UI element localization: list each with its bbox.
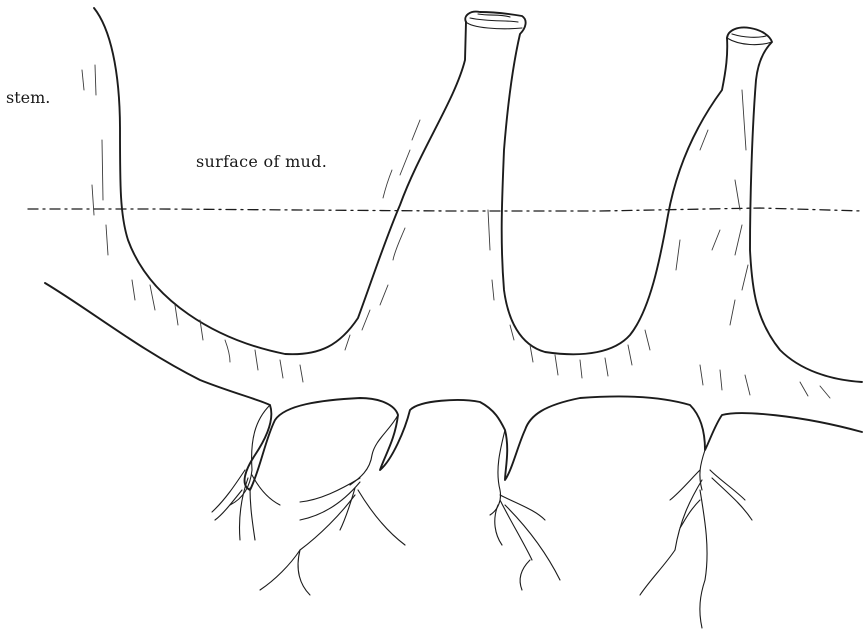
right-stem-outline	[727, 27, 862, 382]
left-stem-outline	[94, 8, 466, 354]
middle-stem-cut-end	[466, 22, 522, 29]
root	[640, 550, 675, 595]
root	[260, 550, 300, 590]
rhizome-segment-2	[350, 415, 398, 485]
root	[712, 478, 752, 520]
mud-surface-label: surface of mud.	[196, 152, 327, 171]
root	[700, 490, 707, 580]
root	[252, 475, 280, 505]
root	[340, 488, 355, 530]
root	[520, 560, 530, 590]
rhizome-segment-4	[700, 450, 705, 490]
rhizome-segment-3	[490, 430, 505, 515]
root	[505, 505, 560, 580]
root	[680, 500, 700, 528]
middle-stem-left-edge	[465, 12, 727, 355]
root	[300, 478, 360, 502]
root	[358, 490, 405, 545]
root	[700, 580, 705, 628]
root	[495, 505, 502, 545]
root	[300, 495, 355, 550]
root	[298, 550, 310, 595]
root	[250, 488, 255, 540]
rhizome-bottom-outline	[45, 283, 862, 490]
stem-label: stem.	[6, 88, 50, 107]
mud-surface-line	[28, 208, 862, 211]
root	[710, 470, 745, 500]
root	[670, 470, 700, 500]
right-stem-cut-end	[727, 38, 772, 45]
